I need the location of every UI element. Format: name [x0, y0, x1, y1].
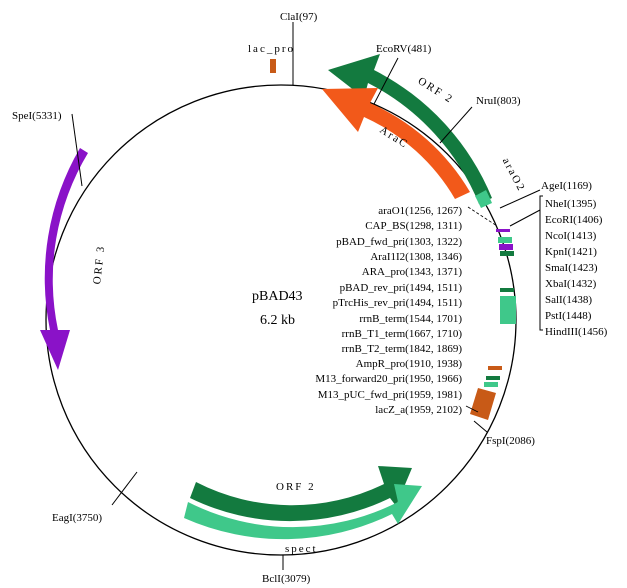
feature-label: araO1(1256, 1267)	[378, 205, 462, 217]
feature-label: lacZ_a(1959, 2102)	[375, 404, 462, 416]
mcs-label: HindIII(1456)	[545, 326, 608, 338]
feature-leaders	[465, 206, 498, 413]
orf2-top-arrow	[328, 54, 492, 204]
orf2-bottom-label: ORF 2	[276, 481, 316, 493]
eagi-tick	[111, 471, 138, 506]
arai-block	[498, 237, 512, 243]
mcs-label: NcoI(1413)	[545, 230, 597, 242]
mcs-label: XbaI(1432)	[545, 278, 597, 290]
site-label-bcli: BclI(3079)	[262, 573, 311, 585]
feature-label: rrnB_term(1544, 1701)	[359, 313, 462, 325]
spect-arrow	[184, 484, 422, 540]
mcs-bracket	[539, 195, 543, 331]
feature-label: pBAD_rev_pri(1494, 1511)	[340, 282, 463, 294]
right-feature-blocks	[470, 229, 516, 420]
site-ticks	[71, 22, 541, 570]
lac-pro-label: lac_pro	[248, 43, 295, 55]
feature-label: M13_forward20_pri(1950, 1966)	[315, 373, 462, 385]
arac-arrow	[322, 88, 470, 199]
spect-label: spect	[285, 543, 318, 555]
lacz-leader	[465, 405, 479, 413]
feature-label: CAP_BS(1298, 1311)	[365, 220, 462, 232]
mcs-label: NheI(1395)	[545, 198, 597, 210]
feature-list: araO1(1256, 1267) CAP_BS(1298, 1311) pBA…	[315, 205, 462, 416]
orf3-arrow	[40, 148, 88, 370]
lacz-block	[470, 388, 496, 420]
arao2-segment	[475, 190, 492, 208]
site-label-agei: AgeI(1169)	[541, 180, 592, 192]
agei-tick	[499, 189, 541, 209]
plasmid-size: 6.2 kb	[260, 313, 295, 328]
feature-label: AmpR_pro(1910, 1938)	[356, 358, 463, 370]
mcs-label: SalI(1438)	[545, 294, 592, 306]
site-label-fspi: FspI(2086)	[486, 435, 535, 447]
site-label-clai: ClaI(97)	[280, 11, 318, 23]
arao2-label: araO2	[500, 156, 528, 194]
mcs-label: EcoRI(1406)	[545, 214, 603, 226]
lac-pro-block	[270, 59, 276, 73]
site-labels: ClaI(97) EcoRV(481) NruI(803) AgeI(1169)…	[12, 11, 592, 585]
feature-label: pBAD_fwd_pri(1303, 1322)	[336, 236, 462, 248]
arao1-leader-dashed	[467, 206, 498, 227]
pbad-fwd-block	[500, 251, 514, 256]
ara-pro-block	[499, 244, 513, 250]
mcs-label: KpnI(1421)	[545, 246, 597, 258]
pbad-rev-block	[500, 288, 514, 292]
spei-tick	[71, 113, 83, 187]
orf2-top-label: ORF 2	[416, 75, 456, 106]
arao1-block	[496, 229, 510, 232]
m13-fwd-block	[484, 382, 498, 387]
orf2-bottom-arrow	[190, 466, 412, 522]
fspi-tick	[473, 420, 488, 433]
site-label-nrui: NruI(803)	[476, 95, 521, 107]
mcs-list: NheI(1395) EcoRI(1406) NcoI(1413) KpnI(1…	[545, 198, 608, 338]
ecorv-tick	[373, 57, 399, 105]
orf3-label: ORF 3	[91, 244, 107, 285]
mcs-tick	[509, 209, 541, 227]
site-label-eagi: EagI(3750)	[52, 512, 102, 524]
feature-label: rrnB_T1_term(1667, 1710)	[342, 328, 463, 340]
rrnb-t2-block	[488, 366, 502, 370]
rrnb-term-block	[500, 296, 516, 324]
arc-labels: lac_pro ORF 2 AraC araO2 ORF 3 ORF 2 spe…	[91, 43, 527, 555]
site-label-spei: SpeI(5331)	[12, 110, 62, 122]
nrui-tick	[439, 106, 473, 144]
site-label-ecorv: EcoRV(481)	[376, 43, 432, 55]
mcs-label: SmaI(1423)	[545, 262, 598, 274]
feature-label: M13_pUC_fwd_pri(1959, 1981)	[318, 389, 463, 401]
mcs-label: PstI(1448)	[545, 310, 592, 322]
feature-label: pTrcHis_rev_pri(1494, 1511)	[333, 297, 463, 309]
feature-label: ARA_pro(1343, 1371)	[362, 266, 463, 278]
plasmid-name: pBAD43	[252, 289, 303, 304]
feature-label: AraI1I2(1308, 1346)	[370, 251, 462, 263]
ampr-pro-block	[486, 376, 500, 380]
feature-label: rrnB_T2_term(1842, 1869)	[342, 343, 463, 355]
